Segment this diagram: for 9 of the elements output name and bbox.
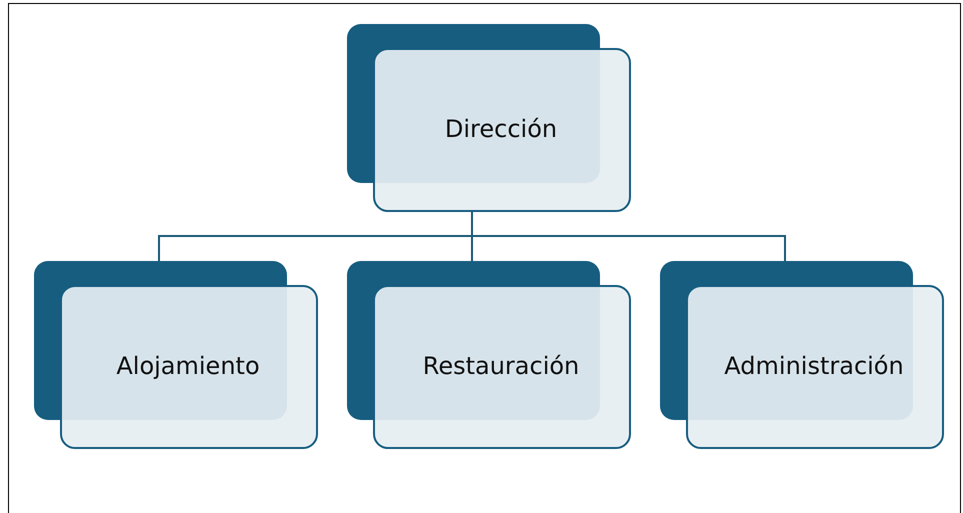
box-label: Dirección — [444, 115, 558, 143]
org-chart-box — [34, 261, 317, 449]
box-label: Restauración — [422, 352, 580, 380]
org-chart-box — [347, 24, 630, 212]
connector-line — [471, 212, 786, 261]
org-chart-box — [660, 261, 943, 449]
box-label: Administración — [724, 352, 904, 380]
box-label: Alojamiento — [116, 352, 260, 380]
org-chart-box — [347, 261, 630, 449]
